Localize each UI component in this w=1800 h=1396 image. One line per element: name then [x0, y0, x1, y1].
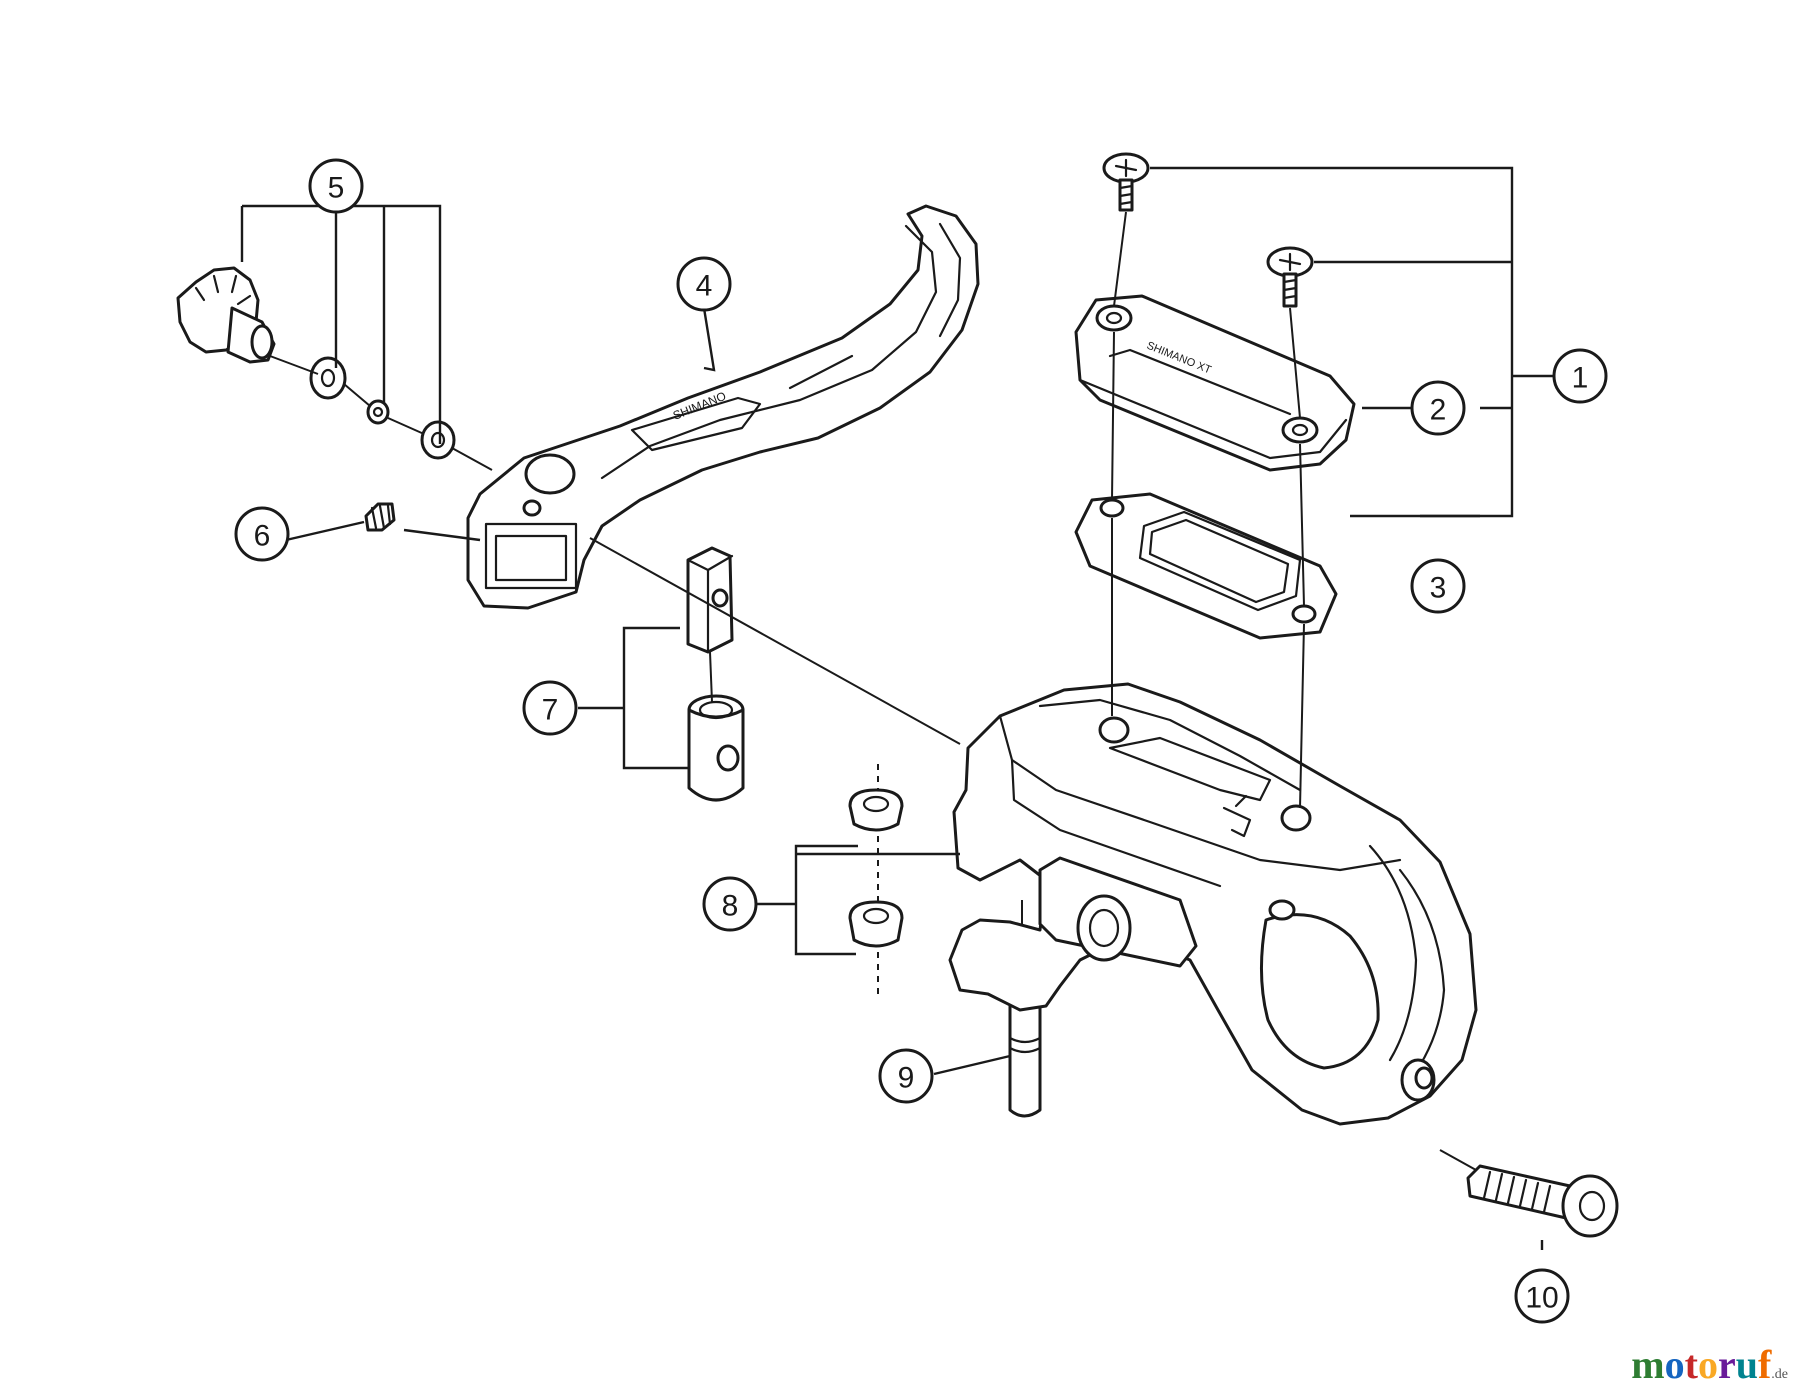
- svg-text:3: 3: [1430, 572, 1447, 605]
- watermark-letter: o: [1697, 1342, 1718, 1387]
- svg-text:1: 1: [1572, 362, 1589, 395]
- callout-10: 10: [1514, 1268, 1570, 1324]
- svg-text:6: 6: [254, 520, 271, 553]
- cam-bushing-set: [686, 546, 745, 802]
- watermark-letters: motoruf: [1631, 1342, 1771, 1387]
- watermark-letter: f: [1757, 1342, 1772, 1387]
- washer-b: [366, 399, 390, 425]
- reservoir-diaphragm: [1074, 492, 1338, 640]
- svg-text:9: 9: [898, 1062, 915, 1095]
- watermark-letter: m: [1631, 1342, 1665, 1387]
- callout-9: 9: [878, 1048, 934, 1104]
- svg-text:8: 8: [722, 890, 739, 923]
- watermark-letter: t: [1684, 1342, 1698, 1387]
- watermark-letter: u: [1735, 1342, 1758, 1387]
- watermark-logo: motoruf.de: [1631, 1341, 1788, 1388]
- washer-a: [309, 356, 347, 400]
- svg-text:2: 2: [1430, 394, 1447, 427]
- callout-3: 3: [1410, 558, 1466, 614]
- callout-1: 1: [1552, 348, 1608, 404]
- reservoir-cover: SHIMANO XT: [1074, 294, 1356, 472]
- handlebar-clamp-hole: [1259, 913, 1380, 1070]
- watermark-tld: .de: [1771, 1367, 1788, 1382]
- svg-text:4: 4: [696, 270, 713, 303]
- clamp-bolt: [1439, 1149, 1619, 1238]
- lever-body-clamp: [948, 682, 1478, 1126]
- callout-8: 8: [702, 876, 758, 932]
- watermark-letter: o: [1664, 1342, 1685, 1387]
- grub-screw: [364, 502, 396, 532]
- svg-text:5: 5: [328, 172, 345, 205]
- leader-lines: [240, 166, 1556, 1250]
- callout-5: 5: [308, 158, 364, 214]
- svg-text:7: 7: [542, 694, 559, 727]
- watermark-letter: r: [1717, 1342, 1736, 1387]
- lever-pivot-hole: [524, 453, 576, 495]
- pivot-bushings: [848, 764, 904, 1000]
- callout-6: 6: [234, 506, 290, 562]
- callout-7: 7: [522, 680, 578, 736]
- brake-lever: SHIMANO: [466, 204, 980, 610]
- cover-screws: [1102, 152, 1314, 809]
- callout-4: 4: [676, 256, 732, 312]
- cam-block: [686, 546, 734, 654]
- washer-c: [420, 420, 456, 460]
- callout-2: 2: [1410, 380, 1466, 436]
- svg-text:10: 10: [1525, 1282, 1558, 1315]
